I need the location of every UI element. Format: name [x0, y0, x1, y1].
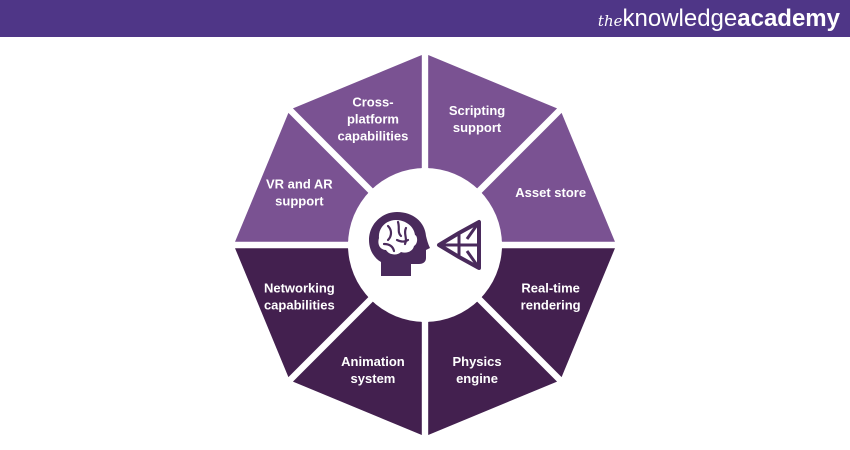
segment-label-line: rendering: [521, 298, 581, 313]
segment-label: VR and AR support: [266, 176, 333, 208]
wheel-segment: [481, 112, 615, 242]
segment-label-line: support: [453, 120, 502, 135]
segment-label-line: Animation: [341, 354, 405, 369]
segment-label: Physics engine: [452, 354, 501, 386]
segment-label-line: Networking: [264, 281, 335, 296]
segment-label: Asset store: [515, 185, 586, 200]
segment-label: Cross-platform capabilities: [338, 94, 409, 143]
wheel-segment: [428, 55, 558, 189]
segment-label-line: VR and AR: [266, 176, 333, 191]
brand-word-knowledge: knowledge: [622, 5, 738, 32]
segment-label-line: capabilities: [338, 128, 409, 143]
segment-label-line: capabilities: [264, 298, 335, 313]
segment-label-line: engine: [456, 371, 498, 386]
segment-label-line: Physics: [452, 354, 501, 369]
brand-logo: theknowledgeacademy: [598, 4, 840, 36]
wheel-segments: [235, 55, 615, 435]
wheel-segment: [235, 112, 369, 242]
segment-label-line: Cross-: [352, 94, 393, 109]
wheel-segment: [428, 301, 558, 435]
brand-prefix: the: [597, 12, 623, 30]
segment-label-line: system: [351, 371, 396, 386]
segment-label: Networking capabilities: [264, 281, 335, 313]
unity-logo-icon: [437, 220, 481, 270]
segment-label: Scripting support: [449, 103, 505, 135]
segment-label-line: Asset store: [515, 185, 586, 200]
segment-label-line: Real-time: [521, 281, 580, 296]
wheel-labels: Cross-platform capabilities Scripting suppo…: [264, 94, 586, 386]
segment-label-line: platform: [347, 111, 399, 126]
segment-label: Animation system: [341, 354, 405, 386]
wheel-segment: [481, 248, 615, 378]
segment-label: Real-time rendering: [521, 281, 581, 313]
segment-label-line: support: [275, 193, 324, 208]
segment-label-line: Scripting: [449, 103, 505, 118]
wheel-segment: [292, 55, 422, 189]
brand-word-academy: academy: [737, 5, 840, 32]
human-brain-head-icon: [369, 212, 430, 276]
header-bar: theknowledgeacademy: [0, 0, 850, 37]
wheel-segment: [235, 248, 369, 378]
wheel-segment: [292, 301, 422, 435]
